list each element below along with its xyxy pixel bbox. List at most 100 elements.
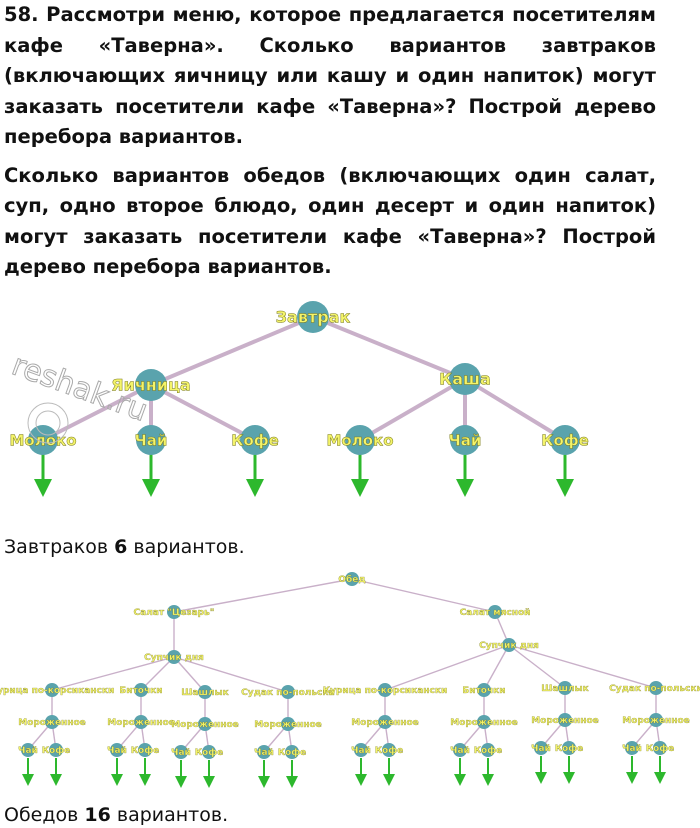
lunch-drink-circle bbox=[285, 745, 299, 759]
breakfast-edge bbox=[42, 383, 152, 442]
lunch-dessert-label: Мороженное bbox=[531, 716, 599, 726]
breakfast-drink-circle bbox=[450, 425, 480, 455]
lunch-edge bbox=[51, 656, 175, 691]
breakfast-drink-circle bbox=[28, 425, 58, 455]
lunch-main-label: Биточки bbox=[119, 686, 162, 696]
breakfast-edge bbox=[150, 315, 314, 387]
breakfast-drink-circle bbox=[136, 425, 166, 455]
watermark-circle-inner bbox=[35, 410, 61, 436]
lunch-main-circle bbox=[378, 683, 392, 697]
lunch-drink-circle bbox=[257, 745, 271, 759]
lunch-edge bbox=[508, 644, 566, 689]
lunch-drink-circle bbox=[21, 743, 35, 757]
breakfast-branch-label: Каша bbox=[439, 370, 491, 389]
lunch-drink-circle bbox=[453, 743, 467, 757]
lunch-drink-circle bbox=[382, 743, 396, 757]
lunch-main-label: Курица по-корсикански bbox=[323, 686, 448, 696]
lunch-main-label: Биточки bbox=[462, 686, 505, 696]
lunch-drink-label: Чай bbox=[171, 748, 191, 758]
lunch-main-circle bbox=[45, 683, 59, 697]
lunch-drink-circle bbox=[110, 743, 124, 757]
lunch-edge bbox=[384, 644, 510, 691]
breakfast-drink-label: Чай bbox=[135, 431, 168, 449]
lunch-edge bbox=[173, 578, 353, 613]
lunch-salad-label: Салат "Цезарь" bbox=[134, 608, 215, 618]
lunch-dessert-circle bbox=[281, 717, 295, 731]
watermark-circle bbox=[27, 402, 69, 444]
lunch-drink-circle bbox=[653, 741, 667, 755]
lunch-drink-label: Чай bbox=[450, 746, 470, 756]
lunch-drink-circle bbox=[354, 743, 368, 757]
lunch-drink-label: Кофе bbox=[375, 746, 404, 756]
lunch-root-circle bbox=[345, 572, 359, 586]
lunch-edge bbox=[351, 578, 496, 613]
breakfast-drink-circle bbox=[240, 425, 270, 455]
breakfast-result: Завтраков 6 вариантов. bbox=[4, 536, 245, 558]
lunch-salad-label: Салат мясной bbox=[460, 608, 531, 618]
problem-number: 58. bbox=[4, 3, 39, 26]
lunch-main-label: Курица по-корсикански bbox=[0, 686, 114, 696]
lunch-main-circle bbox=[281, 685, 295, 699]
lunch-edge bbox=[173, 656, 289, 693]
lunch-drink-circle bbox=[625, 741, 639, 755]
breakfast-edge bbox=[358, 377, 467, 442]
breakfast-count: 6 bbox=[114, 536, 128, 558]
breakfast-branch-label: Яичница bbox=[111, 376, 190, 395]
lunch-count: 16 bbox=[84, 804, 111, 826]
lunch-soup-circle bbox=[167, 650, 181, 664]
lunch-drink-label: Чай bbox=[107, 746, 127, 756]
lunch-main-label: Шашлык bbox=[541, 684, 589, 694]
breakfast-drink-label: Чай bbox=[449, 431, 482, 449]
breakfast-result-prefix: Завтраков bbox=[4, 536, 115, 558]
lunch-main-circle bbox=[198, 685, 212, 699]
lunch-drink-circle bbox=[138, 743, 152, 757]
breakfast-drink-label: Кофе bbox=[231, 431, 279, 449]
paragraph-1-text: Рассмотри меню, которое предлагается пос… bbox=[4, 3, 656, 148]
breakfast-drink-circle bbox=[550, 425, 580, 455]
lunch-salad-circle bbox=[167, 605, 181, 619]
lunch-dessert-circle bbox=[198, 717, 212, 731]
breakfast-root-circle bbox=[297, 301, 329, 333]
lunch-drink-label: Кофе bbox=[42, 746, 71, 756]
lunch-drink-label: Чай bbox=[351, 746, 371, 756]
lunch-soup-label: Супчик дня bbox=[479, 641, 539, 651]
lunch-dessert-circle bbox=[45, 715, 59, 729]
lunch-edge bbox=[173, 656, 206, 693]
lunch-drink-circle bbox=[562, 741, 576, 755]
lunch-dessert-label: Мороженное bbox=[450, 718, 518, 728]
lunch-edge bbox=[483, 644, 510, 691]
lunch-drink-label: Чай bbox=[254, 748, 274, 758]
lunch-soup-circle bbox=[502, 638, 516, 652]
breakfast-edge bbox=[150, 383, 256, 442]
lunch-main-circle bbox=[477, 683, 491, 697]
lunch-drink-circle bbox=[202, 745, 216, 759]
problem-paragraph-2: Сколько вариантов обедов (включающих оди… bbox=[4, 163, 656, 279]
lunch-drink-circle bbox=[49, 743, 63, 757]
lunch-main-label: Судак по-польски bbox=[609, 684, 700, 694]
lunch-result-suffix: вариантов. bbox=[110, 804, 229, 826]
lunch-dessert-circle bbox=[558, 713, 572, 727]
lunch-dessert-circle bbox=[477, 715, 491, 729]
lunch-drink-label: Кофе bbox=[474, 746, 503, 756]
lunch-main-label: Судак по-польски bbox=[241, 688, 335, 698]
lunch-main-label: Шашлык bbox=[181, 688, 229, 698]
lunch-root-label: Обед bbox=[338, 574, 365, 585]
lunch-dessert-circle bbox=[378, 715, 392, 729]
lunch-dessert-circle bbox=[134, 715, 148, 729]
lunch-result-prefix: Обедов bbox=[4, 804, 85, 826]
lunch-drink-label: Чай bbox=[531, 744, 551, 754]
lunch-soup-label: Супчик дня bbox=[144, 653, 204, 663]
lunch-drink-label: Кофе bbox=[555, 744, 584, 754]
lunch-drink-label: Кофе bbox=[131, 746, 160, 756]
breakfast-edge bbox=[463, 377, 567, 442]
lunch-main-circle bbox=[134, 683, 148, 697]
lunch-result: Обедов 16 вариантов. bbox=[4, 804, 228, 826]
lunch-drink-circle bbox=[481, 743, 495, 757]
breakfast-drink-circle bbox=[345, 425, 375, 455]
breakfast-branch-circle bbox=[449, 363, 481, 395]
lunch-drink-label: Чай bbox=[18, 746, 38, 756]
lunch-drink-label: Кофе bbox=[646, 744, 675, 754]
problem-text: 58. Рассмотри меню, которое предлагается… bbox=[4, 0, 656, 291]
